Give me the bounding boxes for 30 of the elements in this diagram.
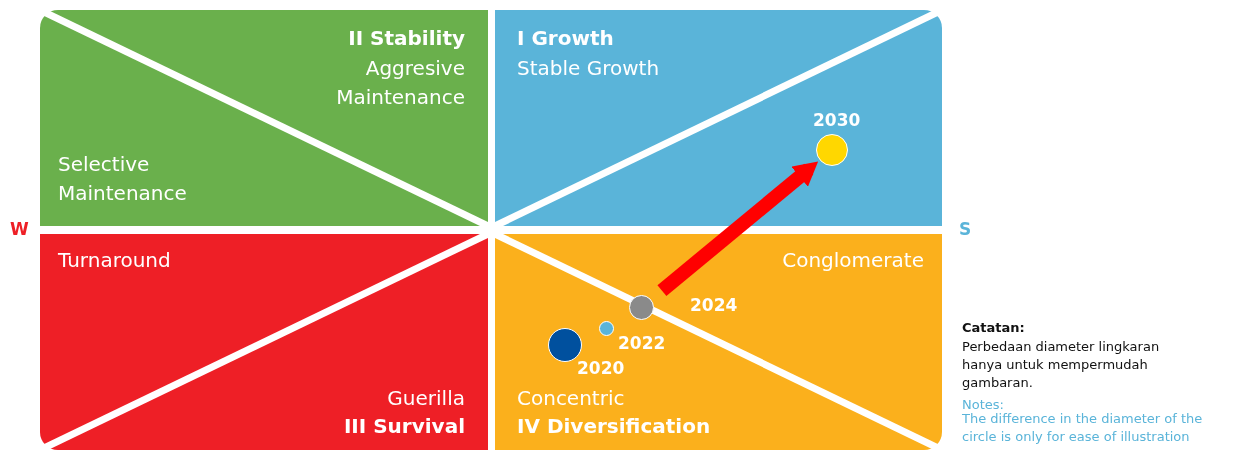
quadrant-panel	[495, 234, 942, 450]
quadrant-panel	[40, 10, 488, 226]
year-label: 2030	[813, 110, 861, 130]
chevron-arrow	[657, 161, 819, 296]
year-label: 2022	[618, 333, 666, 353]
year-label: 2024	[690, 295, 738, 315]
strategy-label: Guerilla	[387, 385, 465, 412]
year-circle	[599, 321, 614, 336]
axis-letter: W	[10, 220, 29, 238]
strategy-label: Conglomerate	[782, 247, 924, 274]
quadrant-panel	[495, 10, 942, 226]
quadrant-title: I Growth	[517, 25, 614, 52]
strategy-label: Stable Growth	[517, 55, 660, 82]
note-heading: Notes:	[962, 396, 1004, 413]
year-circle	[816, 134, 848, 166]
note-text: Perbedaan diameter lingkaran hanya untuk mempermudah gambaran.	[962, 338, 1161, 392]
year-label: 2020	[577, 358, 625, 378]
strategy-label: Aggresive Maintenance	[335, 55, 465, 111]
year-circle	[548, 328, 582, 362]
axis-letter: S	[959, 220, 972, 238]
year-circle	[629, 295, 654, 320]
note-text: The difference in the diameter of the circle is only for ease of illustration	[962, 410, 1204, 446]
quadrant-title: II Stability	[348, 25, 465, 52]
quadrant-title: III Survival	[343, 413, 465, 440]
strategy-label: Concentric	[517, 385, 625, 412]
quadrant-title: IV Diversification	[517, 413, 711, 440]
note-heading: Catatan:	[962, 319, 1025, 337]
strategy-label: Selective Maintenance	[58, 151, 188, 207]
strategy-label: Turnaround	[58, 247, 171, 274]
quadrant-panel	[40, 234, 488, 450]
